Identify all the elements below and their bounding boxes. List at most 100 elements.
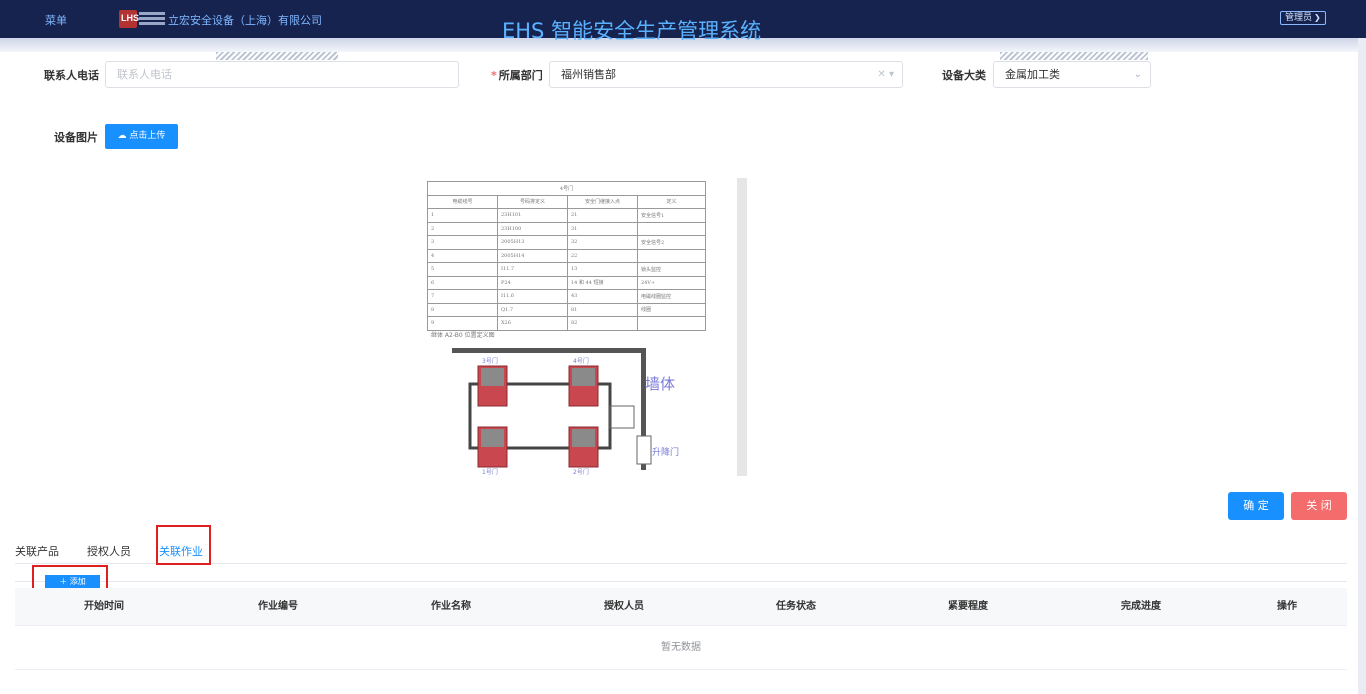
phone-input[interactable]: 联系人电话 <box>105 61 459 88</box>
doc-table-cell: 6 <box>427 275 498 290</box>
dept-label: *所属部门 <box>491 69 543 82</box>
column-header: 开始时间 <box>84 601 124 612</box>
doc-table-cell: 24V+ <box>637 275 706 290</box>
door-layout-diagram: 3号门 4号门 1号门 2号门 墙体 升降门 <box>452 348 679 476</box>
user-menu[interactable]: 管理员❯ <box>1280 11 1326 25</box>
column-header: 授权人员 <box>604 601 644 612</box>
header-decoration-left <box>216 52 338 60</box>
tab-related-jobs[interactable]: 关联作业 <box>159 545 203 558</box>
confirm-button[interactable]: 确 定 <box>1228 492 1284 520</box>
chevron-down-icon: ⌄ <box>1133 69 1142 80</box>
doc-table-cell: 81 <box>567 302 638 317</box>
column-header: 任务状态 <box>776 601 816 612</box>
svg-text:4号门: 4号门 <box>573 357 589 365</box>
column-header: 作业编号 <box>258 601 298 612</box>
doc-table-cell <box>637 316 706 331</box>
tabs-divider <box>15 563 1347 564</box>
doc-table-header-cell: 电缆线号 <box>427 194 498 209</box>
doc-table-cell: 安全信号1 <box>637 208 706 223</box>
add-button[interactable]: ＋ 添加 <box>45 575 100 588</box>
doc-table-cell: 锁头监控 <box>637 262 706 277</box>
tab-related-products[interactable]: 关联产品 <box>15 545 59 558</box>
top-navigation-bar: 菜单 LHS 立宏安全设备（上海）有限公司 管理员❯ <box>0 0 1366 38</box>
doc-table-cell: 22 <box>567 248 638 263</box>
cloud-upload-icon: ☁ <box>117 131 127 141</box>
scrollbar-track[interactable] <box>1358 38 1366 694</box>
highlight-box-tab <box>156 525 211 565</box>
doc-table-cell: I11.7 <box>497 262 568 277</box>
chevron-down-icon: ❯ <box>1314 13 1321 22</box>
doc-table-cell: 31 <box>567 221 638 236</box>
doc-table-cell: 2005H14 <box>497 248 568 263</box>
company-name: 立宏安全设备（上海）有限公司 <box>168 14 322 27</box>
system-title: EHS 智能安全生产管理系统 <box>502 19 762 43</box>
doc-table-cell: 5 <box>427 262 498 277</box>
doc-table-header-cell: 安全门继接入点 <box>567 194 638 209</box>
image-caption: 继体 A2-B0 位置定义图 <box>431 332 495 339</box>
svg-text:2号门: 2号门 <box>573 468 589 476</box>
doc-table-cell: 43 <box>567 289 638 304</box>
doc-table-cell: 32 <box>567 235 638 250</box>
header-shadow-bar <box>0 38 1360 52</box>
svg-text:升降门: 升降门 <box>652 446 679 458</box>
doc-table-cell: 2005H13 <box>497 235 568 250</box>
svg-text:3号门: 3号门 <box>482 357 498 365</box>
doc-table-cell: 14 和 44 短接 <box>567 275 638 290</box>
dept-select[interactable]: 福州销售部 ✕ ▾ <box>549 61 903 88</box>
company-logo-icon: LHS <box>119 10 139 28</box>
clear-and-caret-icon[interactable]: ✕ ▾ <box>877 69 894 80</box>
doc-table-cell <box>637 221 706 236</box>
doc-table-cell: I11.6 <box>497 289 568 304</box>
doc-table-cell: 1 <box>427 208 498 223</box>
column-header: 紧要程度 <box>948 601 988 612</box>
doc-table-cell: 8 <box>427 302 498 317</box>
doc-table-cell: X26 <box>497 316 568 331</box>
toolbar-divider <box>15 581 1347 582</box>
column-header: 操作 <box>1277 601 1297 612</box>
jobs-table-header: 开始时间 作业编号 作业名称 授权人员 任务状态 紧要程度 完成进度 操作 <box>15 588 1347 626</box>
image-label: 设备图片 <box>54 131 98 144</box>
doc-table-cell <box>637 248 706 263</box>
svg-text:1号门: 1号门 <box>482 468 498 476</box>
menu-link[interactable]: 菜单 <box>45 14 67 27</box>
tab-authorized-personnel[interactable]: 授权人员 <box>87 545 131 558</box>
category-label: 设备大类 <box>942 69 986 82</box>
header-decoration-right <box>1000 52 1148 60</box>
logo-wordmark-icon <box>139 10 165 28</box>
doc-table-cell: 线圈 <box>637 302 706 317</box>
doc-table-cell: 13 <box>567 262 638 277</box>
doc-table-cell: 安全信号2 <box>637 235 706 250</box>
doc-table-cell: P24 <box>497 275 568 290</box>
column-header: 作业名称 <box>431 601 471 612</box>
doc-table-cell: 4 <box>427 248 498 263</box>
dept-value: 福州销售部 <box>561 68 616 81</box>
doc-table-header-cell: 定义 <box>637 194 706 209</box>
doc-table-cell: 23H100 <box>497 221 568 236</box>
doc-table-cell: 7 <box>427 289 498 304</box>
table-empty-state: 暂无数据 <box>15 626 1347 670</box>
doc-table-cell: Q1.7 <box>497 302 568 317</box>
doc-table-cell: 3 <box>427 235 498 250</box>
phone-label: 联系人电话 <box>44 69 99 82</box>
category-value: 金属加工类 <box>1005 68 1060 81</box>
doc-table-cell: 23H101 <box>497 208 568 223</box>
category-select[interactable]: 金属加工类 ⌄ <box>993 61 1151 88</box>
doc-table-cell: 2 <box>427 221 498 236</box>
doc-table-header-cell: 号码排定义 <box>497 194 568 209</box>
plus-icon: ＋ <box>59 577 68 586</box>
close-button[interactable]: 关 闭 <box>1291 492 1347 520</box>
doc-table-cell: 电磁线圈监控 <box>637 289 706 304</box>
doc-table-cell: 21 <box>567 208 638 223</box>
doc-table-cell: 82 <box>567 316 638 331</box>
upload-button[interactable]: ☁ 点击上传 <box>105 124 178 149</box>
